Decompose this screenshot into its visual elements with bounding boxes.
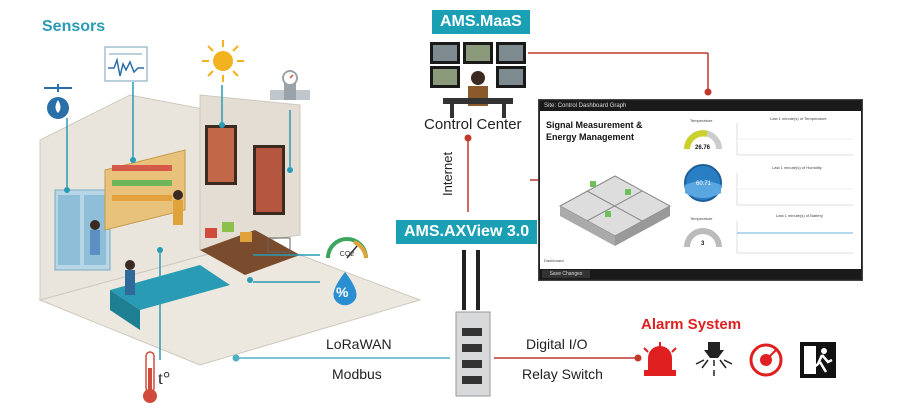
sensors-title: Sensors <box>42 18 106 35</box>
dashboard-screenshot: Site: Control Dashboard Graph Signal Mea… <box>539 100 862 280</box>
relay-switch-label: Relay Switch <box>522 366 603 382</box>
lorawan-label: LoRaWAN <box>326 336 392 352</box>
dashboard-topbar: Site: Control Dashboard Graph <box>540 101 861 111</box>
dashboard-title: Signal Measurement & Energy Management <box>546 120 643 142</box>
battery-gauge <box>684 228 722 248</box>
water-leak-sensor-icon <box>44 84 72 119</box>
chart2-title: Last 1 minute(s) of Humidity <box>772 165 822 170</box>
vibration-sensor-icon <box>104 46 148 82</box>
dashboard-bottombar: Save Changes <box>540 269 861 279</box>
co2-sensor-icon: CO2 <box>326 237 368 259</box>
humidity-gauge <box>684 164 722 202</box>
humidity-sensor-icon <box>333 272 357 306</box>
siren-icon <box>643 342 677 376</box>
chart3-title: Last 1 minute(s) of Battery <box>776 213 823 218</box>
gauge1-value: 26.76 <box>695 145 711 151</box>
gauge3-value: 3 <box>701 241 705 247</box>
battery-mini-chart <box>736 221 853 254</box>
ams-maas-label: AMS.MaaS <box>432 10 530 34</box>
control-center-label: Control Center <box>424 116 522 133</box>
humidity-mini-chart <box>736 173 853 206</box>
temperature-mini-chart <box>736 123 853 156</box>
gateway-device-icon <box>455 250 491 397</box>
gauge2-value: 60.71 <box>696 181 712 187</box>
thermometer-icon <box>143 351 157 403</box>
alarm-system-title: Alarm System <box>641 316 742 333</box>
digital-io-label: Digital I/O <box>526 336 588 352</box>
temperature-symbol: t° <box>158 368 171 388</box>
floorplan-image <box>558 175 672 246</box>
ams-axview-label: AMS.AXView 3.0 <box>396 220 538 244</box>
alarm-bell-icon <box>749 343 783 377</box>
co2-label: CO2 <box>340 251 355 258</box>
sprinkler-icon <box>695 342 733 376</box>
emergency-exit-icon <box>800 342 836 378</box>
chart1-title: Last 1 minute(s) of Temperature <box>770 116 827 121</box>
store-illustration <box>38 82 422 366</box>
water-meter-icon <box>270 70 310 100</box>
gauge1-label: Temperature <box>690 118 713 123</box>
modbus-label: Modbus <box>332 366 382 382</box>
dashboard-side-label: Dashboard <box>544 258 564 263</box>
gauge3-label: Temperature <box>690 216 713 221</box>
humidity-symbol: % <box>336 284 349 300</box>
temperature-gauge <box>684 130 722 150</box>
dashboard-save-button[interactable]: Save Changes <box>542 270 590 278</box>
light-sensor-icon <box>202 40 244 82</box>
control-center-illustration <box>430 42 526 118</box>
